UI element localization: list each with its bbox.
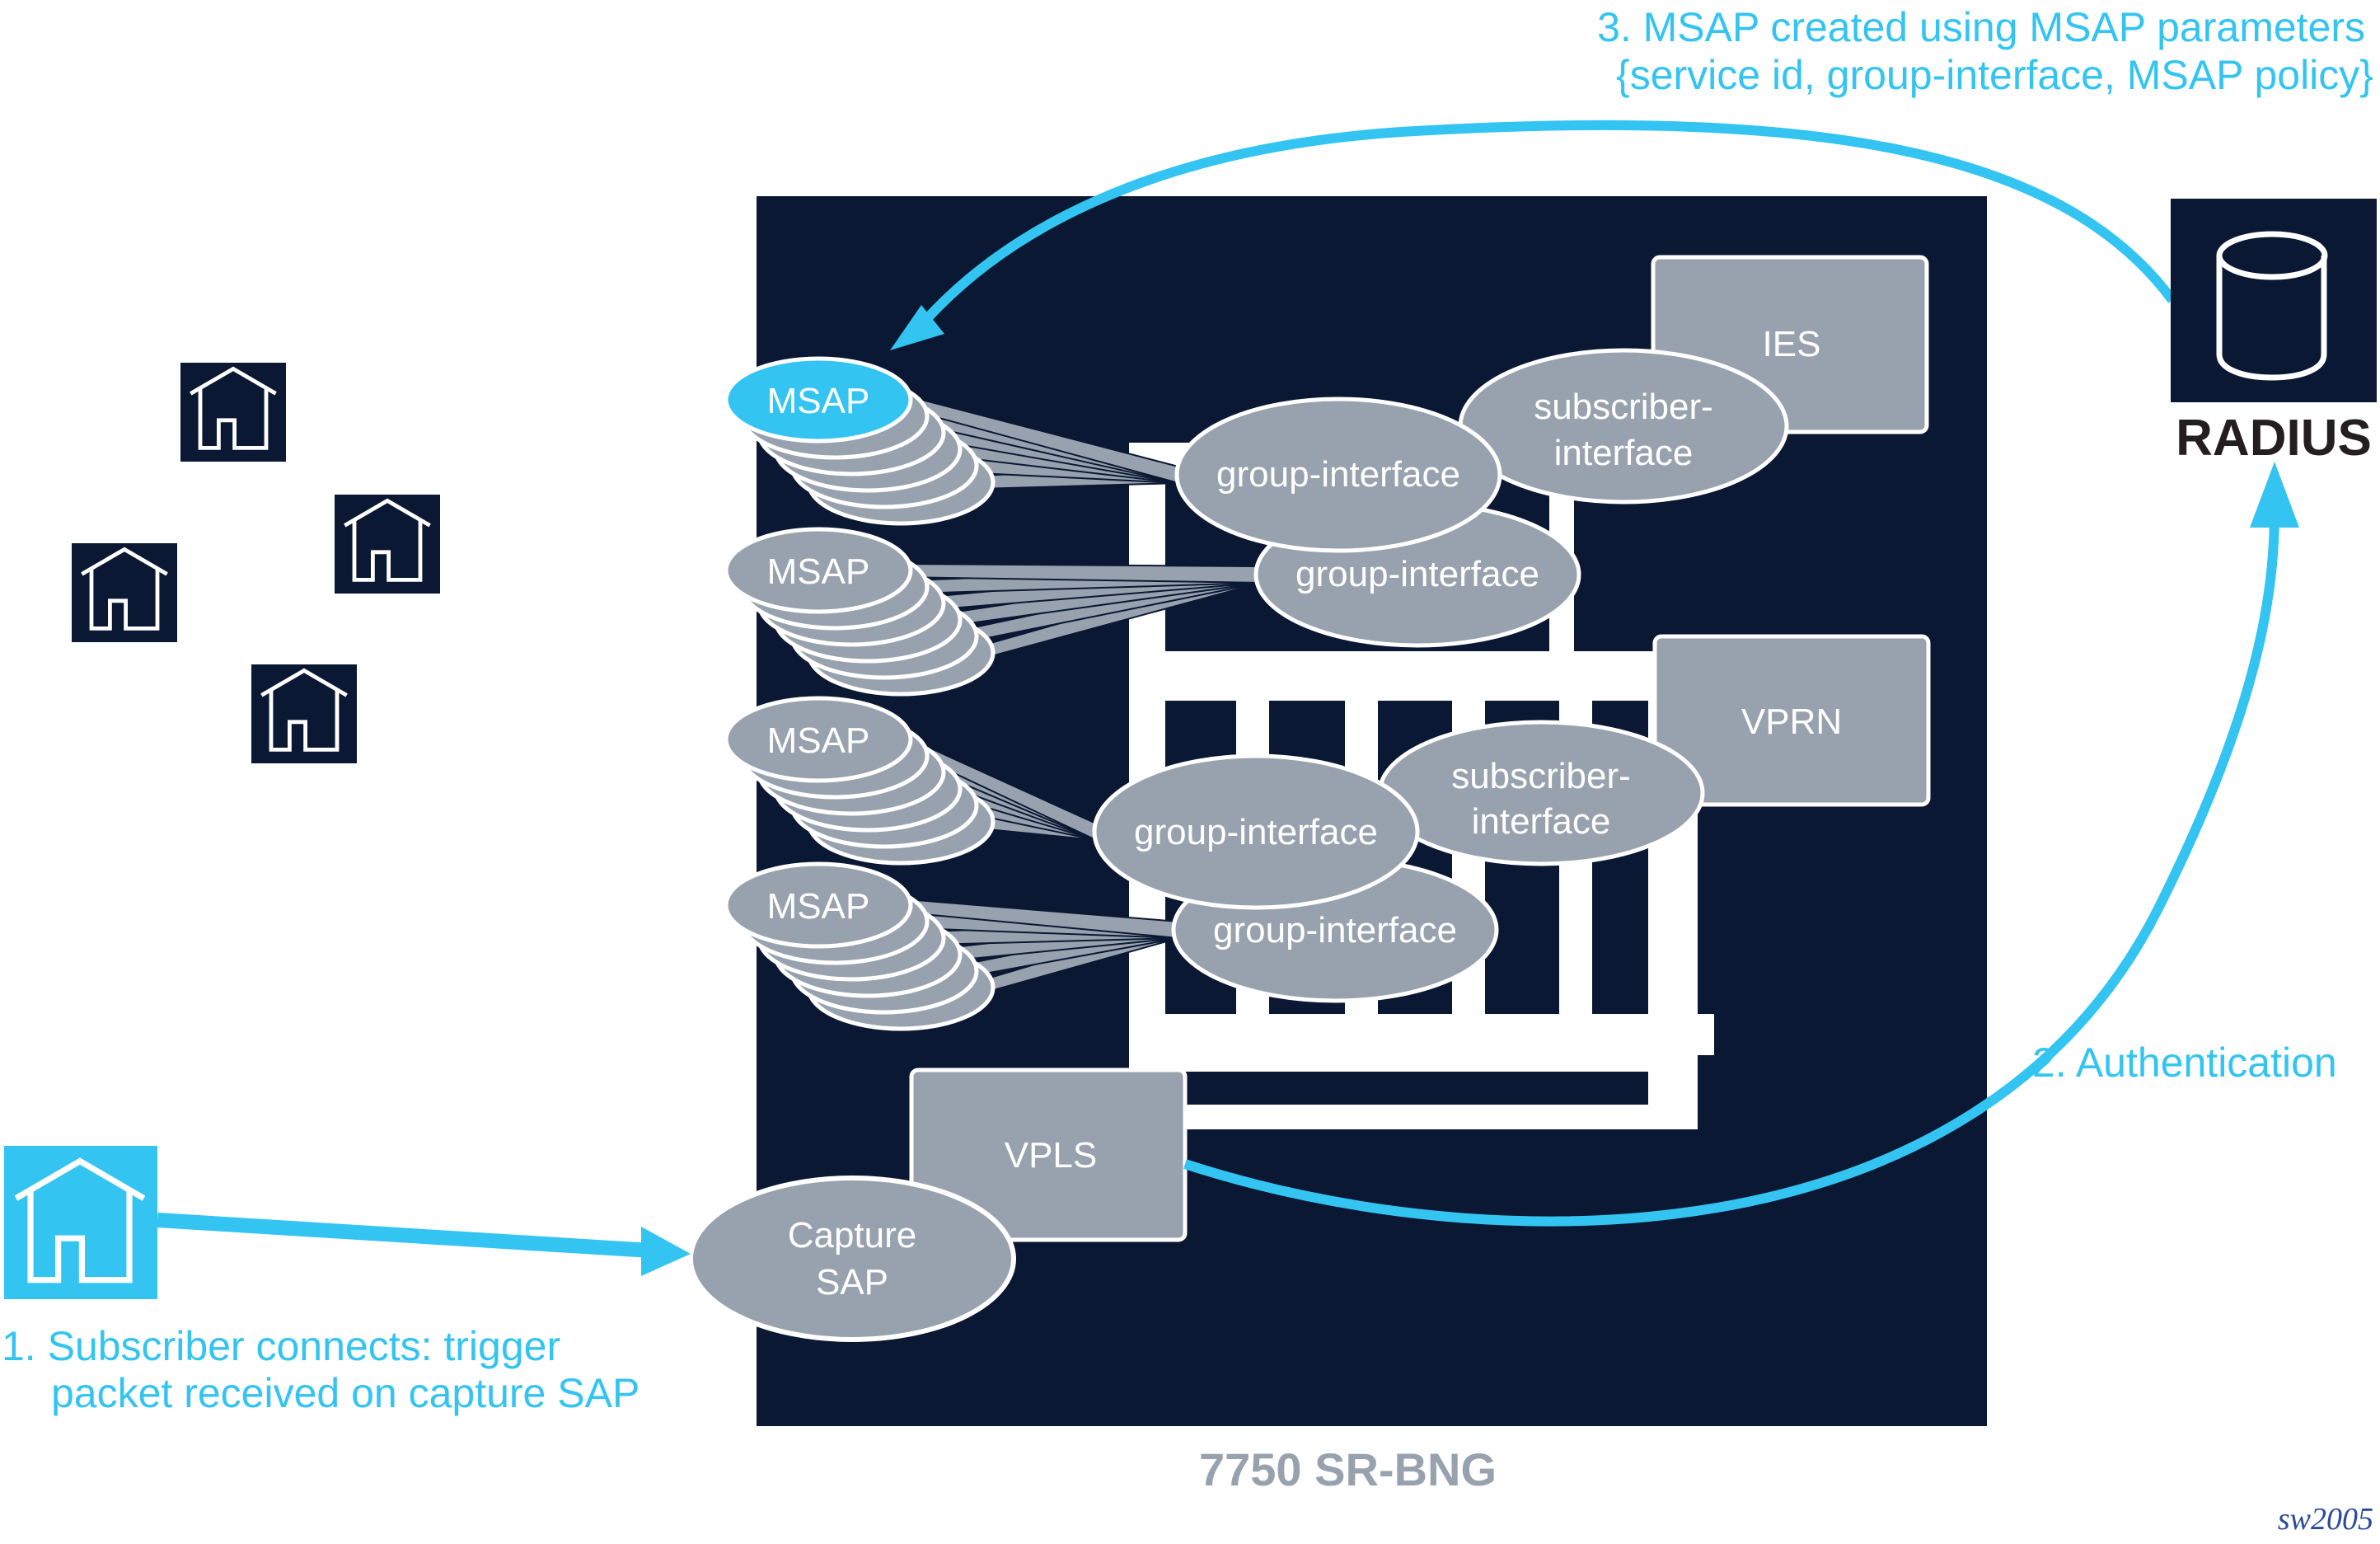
database-cylinder-icon: [2216, 231, 2328, 381]
ies-label: IES: [1763, 324, 1821, 364]
sub-if-1-line2: interface: [1554, 433, 1694, 473]
vprn-subscriber-interface[interactable]: subscriber- interface: [1377, 720, 1705, 866]
backplane-right-rail: [1648, 1014, 1698, 1105]
vpls-label: VPLS: [1005, 1135, 1098, 1176]
subscriber-home-4[interactable]: [251, 664, 357, 763]
vprn-service[interactable]: VPRN: [1652, 634, 1931, 807]
subscriber-home-2[interactable]: [335, 495, 440, 594]
msap-label: MSAP: [767, 551, 870, 592]
msap-stack-2[interactable]: MSAP: [724, 527, 1262, 697]
active-subscriber-home[interactable]: [4, 1146, 157, 1299]
step2-annotation: 2. Authentication: [2032, 1040, 2337, 1086]
group-if-2-label: group-interface: [1295, 554, 1539, 594]
capture-sap-line2: SAP: [816, 1262, 888, 1302]
sub-if-2-line2: interface: [1472, 801, 1611, 842]
vpls-service[interactable]: VPLS: [909, 1068, 1188, 1242]
group-if-4-label: group-interface: [1213, 910, 1457, 950]
sub-if-1-line1: subscriber-: [1534, 387, 1713, 427]
msap-label: MSAP: [767, 886, 870, 927]
group-if-3-label: group-interface: [1134, 812, 1378, 852]
backplane-bottom-rail: [1129, 1105, 1698, 1129]
subscriber-home-1[interactable]: [180, 363, 286, 462]
msap-ellipse[interactable]: [724, 696, 913, 783]
msap-ellipse[interactable]: [724, 527, 913, 614]
subscriber-home-3[interactable]: [72, 543, 177, 642]
radius-server[interactable]: RADIUS: [2171, 199, 2377, 467]
group-interface-1b[interactable]: group-interface: [1174, 397, 1502, 553]
group-interface-3[interactable]: group-interface: [1092, 753, 1420, 910]
step1-line1: 1. Subscriber connects: trigger: [2, 1323, 560, 1369]
sub-if-2-line1: subscriber-: [1451, 756, 1631, 796]
step1-arrow: [157, 1213, 691, 1276]
radius-label: RADIUS: [2176, 410, 2372, 467]
msap-stack-4[interactable]: MSAP: [724, 861, 1179, 1031]
ies-subscriber-interface[interactable]: subscriber- interface: [1458, 348, 1789, 504]
step1-annotation: 1. Subscriber connects: trigger packet r…: [2, 1323, 640, 1416]
figure-id: sw2005: [2278, 1502, 2373, 1537]
group-if-1-label: group-interface: [1216, 454, 1460, 495]
msap-stack-1[interactable]: MSAP: [724, 356, 1179, 526]
step3-annotation: 3. MSAP created using MSAP parameters {s…: [1597, 4, 2373, 98]
capture-sap-line1: Capture: [788, 1215, 917, 1255]
msap-stack-3[interactable]: MSAP: [724, 696, 1097, 866]
msap-ellipse[interactable]: [724, 861, 913, 949]
step3-line2: {service id, group-interface, MSAP polic…: [1616, 52, 2373, 98]
step3-line1: 3. MSAP created using MSAP parameters: [1597, 4, 2365, 50]
device-title: 7750 SR-BNG: [1199, 1443, 1497, 1495]
msap-label: MSAP: [767, 720, 870, 761]
vprn-label: VPRN: [1741, 702, 1842, 742]
msap-label: MSAP: [767, 381, 870, 421]
step2-arrow: [1183, 462, 2299, 1227]
step1-line2: packet received on capture SAP: [51, 1370, 640, 1416]
capture-sap[interactable]: Capture SAP: [688, 1176, 1016, 1342]
msap-ellipse[interactable]: [724, 356, 913, 443]
step3-arrow: [890, 120, 2176, 350]
